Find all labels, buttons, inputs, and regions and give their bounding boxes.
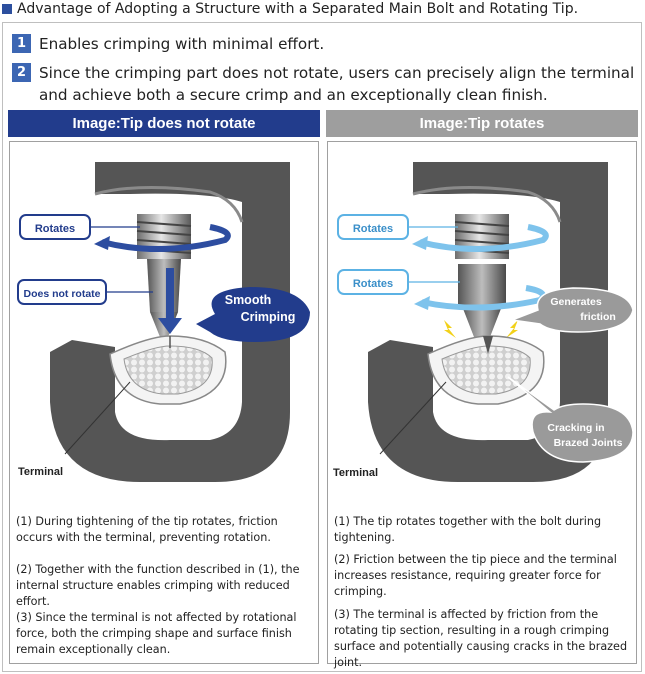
callout-smooth: Smooth (225, 293, 272, 307)
diagram-tip-not-rotate: Rotates Does not rotate Smooth Crimping … (17, 162, 310, 482)
page-title-row: Advantage of Adopting a Structure with a… (2, 0, 578, 18)
terminal-shape (427, 335, 545, 405)
callout-brazed: Brazed Joints (554, 437, 623, 449)
callout-crimping: Crimping (241, 310, 296, 324)
number-badge-1: 1 (12, 34, 31, 53)
content-frame (2, 22, 642, 672)
page-title: Advantage of Adopting a Structure with a… (17, 1, 579, 17)
callout-friction: friction (580, 311, 616, 323)
rotation-arrow-bolt (419, 224, 549, 252)
header-tip-not-rotate: Image:Tip does not rotate (8, 110, 320, 137)
main-bolt (454, 214, 510, 259)
desc-left-1: (1) During tightening of the tip rotates… (16, 515, 278, 544)
rotation-arrow (101, 224, 231, 252)
panel-tip-rotates: Rotates Rotates Generates friction Crack… (327, 141, 637, 669)
advantage-text-1: Enables crimping with minimal effort. (39, 35, 325, 53)
number-badge-2: 2 (12, 63, 31, 82)
desc-right-2: (2) Friction between the tip piece and t… (334, 553, 617, 598)
panel-tip-not-rotate: Rotates Does not rotate Smooth Crimping … (9, 141, 319, 664)
advantage-point-1: 1 Enables crimping with minimal effort. (12, 33, 639, 55)
desc-left-3: (3) Since the terminal is not affected b… (16, 611, 297, 656)
label-does-not-rotate: Does not rotate (23, 288, 100, 300)
label-rotates-tip: Rotates (353, 278, 393, 290)
tool-body (50, 162, 290, 482)
crimp-tip (458, 264, 506, 337)
header-tip-rotates: Image:Tip rotates (326, 110, 638, 137)
advantage-point-2: 2 Since the crimping part does not rotat… (12, 62, 639, 106)
callout-cracking: Cracking in (547, 422, 604, 434)
desc-right-1: (1) The tip rotates together with the bo… (334, 515, 602, 544)
desc-left-2: (2) Together with the function described… (16, 563, 300, 608)
advantage-text-2: Since the crimping part does not rotate,… (39, 64, 635, 104)
label-terminal: Terminal (333, 467, 378, 479)
rotation-arrow-tip (421, 285, 546, 311)
diagram-tip-rotates: Rotates Rotates Generates friction Crack… (333, 162, 634, 482)
title-square-icon (2, 4, 12, 14)
terminal-shape (109, 335, 227, 405)
label-rotates-bolt: Rotates (353, 223, 393, 235)
callout-generates: Generates (550, 296, 602, 308)
label-rotates: Rotates (35, 223, 75, 235)
main-bolt (136, 214, 192, 259)
label-terminal: Terminal (18, 466, 63, 478)
desc-right-3: (3) The terminal is affected by friction… (334, 608, 628, 669)
